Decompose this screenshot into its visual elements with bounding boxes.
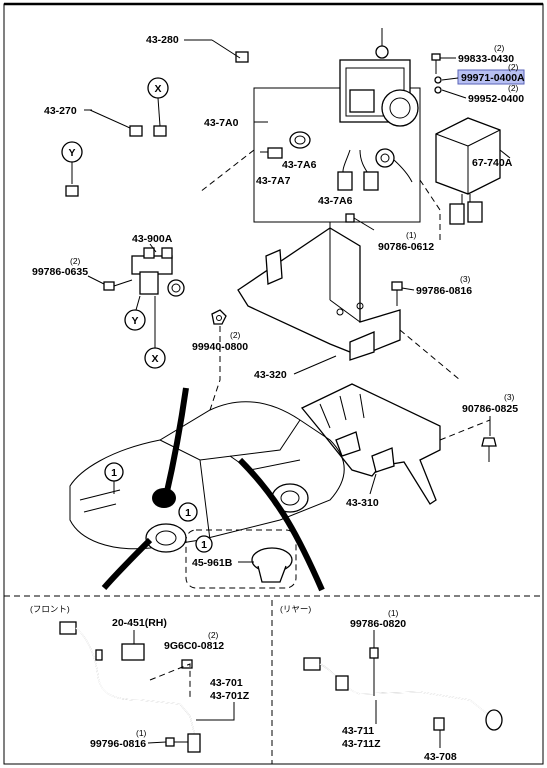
pipe-43-280 [153,44,249,160]
qty-99833: (2) [494,43,505,53]
label-43-320: 43-320 [254,369,287,381]
label-99786-0635: 99786-0635 [32,266,88,278]
callout-x-mid: X [144,296,166,369]
label-43-7A6-a: 43-7A6 [282,159,317,171]
label-43-701: 43-701 [210,677,243,689]
qty-99786-0816: (3) [460,274,471,284]
label-90786-0612: 90786-0612 [378,241,434,253]
leader-front-sensor [101,537,153,590]
qty-99796: (1) [136,728,147,738]
valve-43-900A [131,243,185,297]
harness-43-7A6 [337,148,413,191]
label-99833: 99833-0430 [458,53,514,65]
qty-99786-0635: (2) [70,256,81,266]
label-43-270: 43-270 [44,105,77,117]
bracket-43-310 [300,383,441,505]
callout-y-top: Y [61,141,83,184]
section-label-front: (フロント) [30,604,70,614]
label-43-711Z: 43-711Z [342,738,381,750]
qty-99952: (2) [508,83,519,93]
label-99940: 99940-0800 [192,341,248,353]
detail-45-961B: 1 [185,529,297,589]
bolt-99786-0635 [103,279,133,291]
highlight-99971 [457,69,525,85]
qty-99940: (2) [230,330,241,340]
section-label-rear: (リヤー) [280,604,311,614]
svg-text:1: 1 [185,507,191,519]
svg-text:1: 1 [201,539,207,551]
label-43-7A0: 43-7A0 [204,117,239,129]
relay-43-7A6-small [289,131,311,149]
svg-text:1: 1 [111,467,117,479]
bolt-99833 [431,53,442,94]
abs-hydraulic-unit [339,28,419,127]
pipe-43-270 [65,124,143,222]
svg-text:X: X [154,83,161,95]
label-99786-0816: 99786-0816 [416,285,472,297]
label-43-701Z: 43-701Z [210,690,250,702]
label-43-708: 43-708 [424,751,457,763]
connector-43-7A7 [260,147,283,159]
label-43-7A6-b: 43-7A6 [318,195,353,207]
label-43-900A: 43-900A [132,233,173,245]
label-9G6C0: 9G6C0-0812 [164,640,224,652]
qty-90786-0825: (3) [504,392,515,402]
callout-y-mid: Y [124,295,146,331]
qty-99786-0820: (1) [388,608,399,618]
bracket-43-320 [237,227,401,361]
label-43-711: 43-711 [342,725,374,737]
label-43-7A7: 43-7A7 [256,175,291,187]
bolt-90786-0825 [481,437,497,462]
label-99952: 99952-0400 [468,93,524,105]
module-67-740A [435,117,501,225]
callout-one-car: 1 1 [104,462,198,522]
label-20-451: 20-451(RH) [112,617,167,629]
svg-text:Y: Y [131,315,138,327]
svg-text:Y: Y [68,147,75,159]
page-frame [3,3,544,765]
bolt-90786-0612 [345,213,375,231]
qty-9G6C0: (2) [208,630,219,640]
label-90786-0825: 90786-0825 [462,403,518,415]
qty-99971: (2) [508,62,519,72]
label-43-280: 43-280 [146,34,179,46]
nut-99940 [211,309,227,325]
leader-rear-sensor [237,457,325,592]
qty-90786-0612: (1) [406,230,417,240]
svg-text:X: X [151,353,158,365]
callout-x-top: X [147,77,169,127]
bolt-99786-0816 [391,281,403,306]
front-wheel-sensor [59,621,201,753]
label-99786-0820: 99786-0820 [350,618,406,630]
label-43-310: 43-310 [346,497,379,509]
rear-wheel-sensor [303,647,503,731]
car-outline [69,401,345,553]
label-67-740A: 67-740A [472,157,513,169]
label-45-961B: 45-961B [192,557,233,569]
label-99971: 99971-0400A [461,72,525,84]
leader-abs [163,387,189,497]
label-99796: 99796-0816 [90,738,146,750]
